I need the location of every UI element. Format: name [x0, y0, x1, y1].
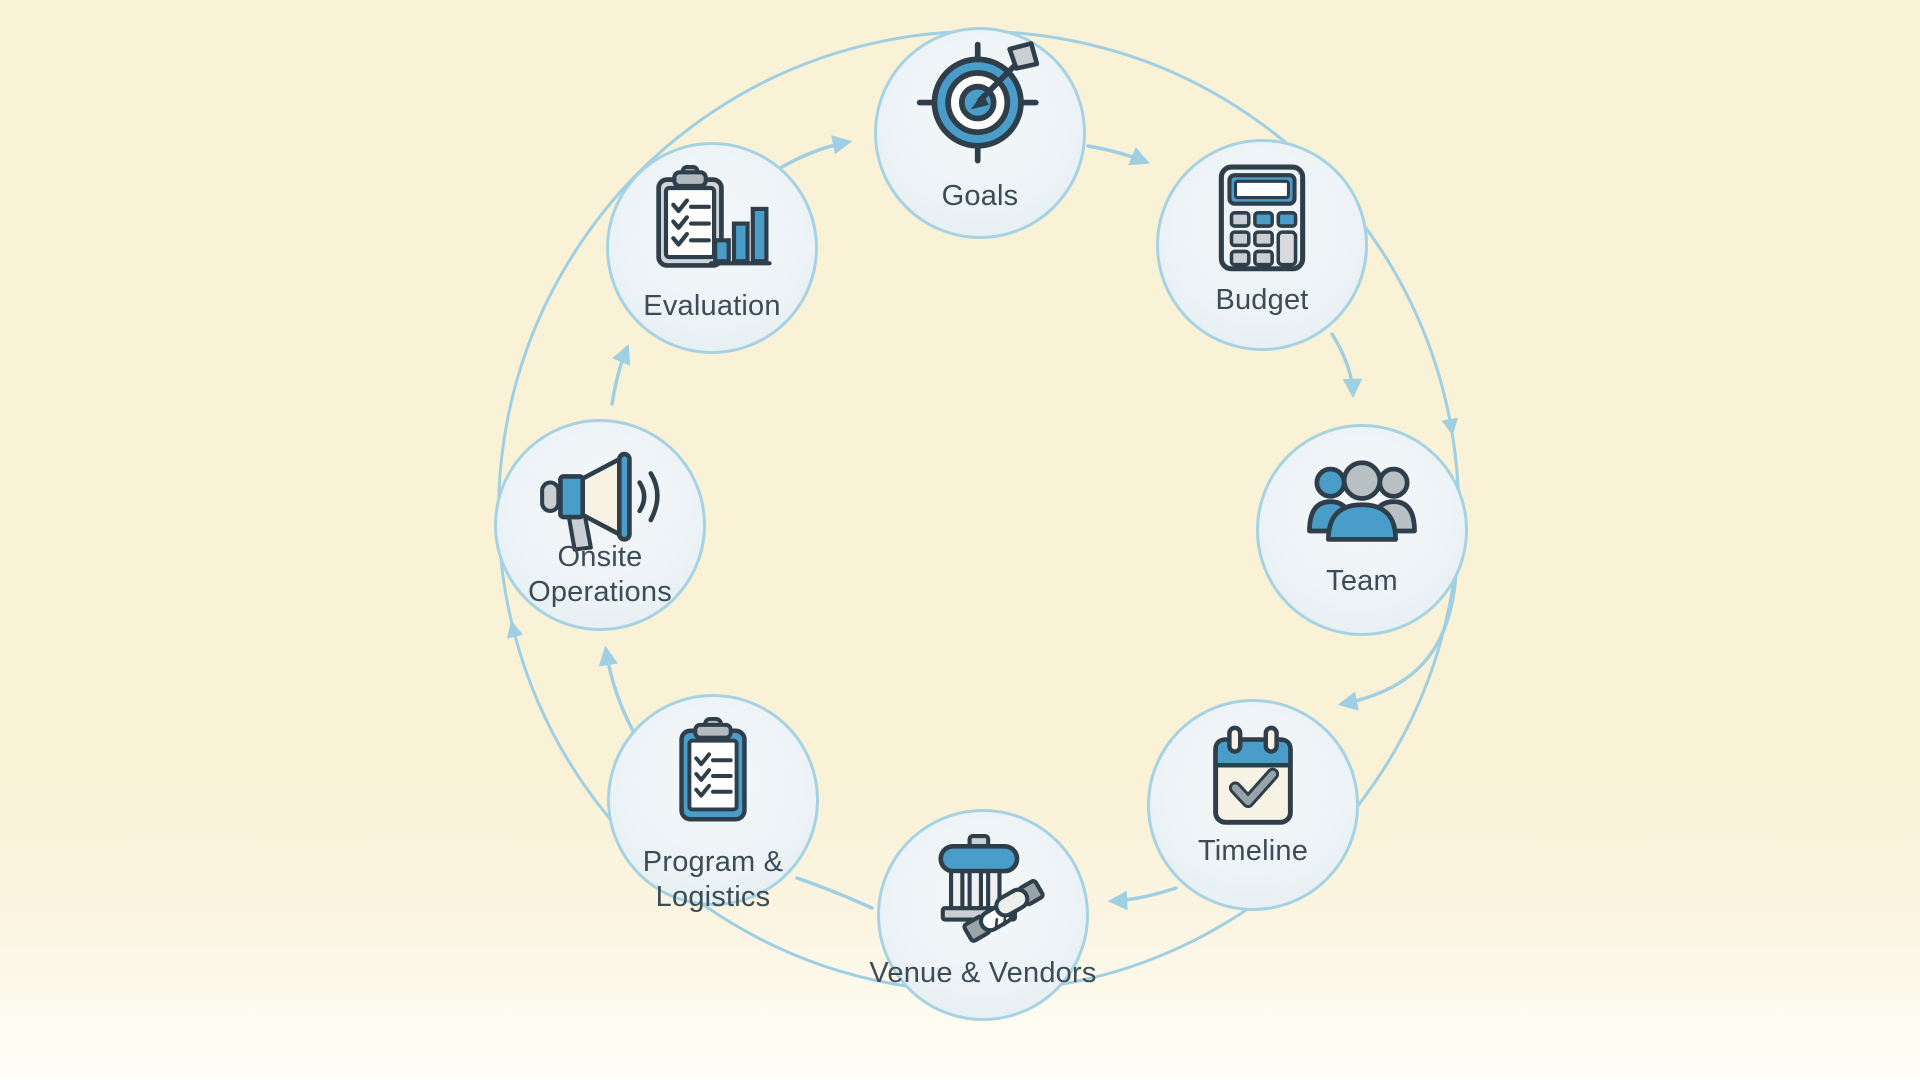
calendar-check-icon [1194, 722, 1312, 830]
node-label: Goals [941, 180, 1019, 212]
node-evaluation: Evaluation [606, 142, 818, 354]
node-program-logistics: Program & Logistics [607, 694, 819, 913]
node-onsite-operations: Onsite Operations [494, 419, 706, 631]
venue-handshake-icon [916, 834, 1050, 947]
target-goal-icon [914, 40, 1046, 165]
node-label: Program & Logistics [642, 846, 784, 913]
clipboard-checklist-icon [654, 717, 772, 825]
node-label: Budget [1215, 284, 1309, 316]
node-team: Team [1256, 424, 1468, 636]
megaphone-icon [534, 448, 666, 560]
calculator-icon [1201, 162, 1323, 274]
node-label: Venue & Vendors [869, 957, 1097, 989]
node-timeline: Timeline [1147, 699, 1359, 911]
node-label: Onsite Operations [528, 541, 672, 608]
node-label: Evaluation [643, 290, 781, 322]
clipboard-barchart-icon [644, 165, 780, 280]
arrow-timeline-venue [1107, 886, 1178, 911]
node-label: Timeline [1197, 835, 1309, 867]
node-goals: Goals [874, 27, 1086, 239]
arrow-goals-budget [1086, 144, 1151, 166]
arrow-venue-program [795, 876, 874, 910]
arrow-budget-team [1330, 332, 1363, 399]
node-budget: Budget [1156, 139, 1368, 351]
arrow-onsite-evaluation [610, 343, 631, 406]
arrow-team-timeline [1337, 570, 1458, 711]
node-venue-vendors: Venue & Vendors [869, 809, 1096, 1021]
people-group-icon [1299, 447, 1425, 563]
node-label: Team [1326, 565, 1398, 597]
